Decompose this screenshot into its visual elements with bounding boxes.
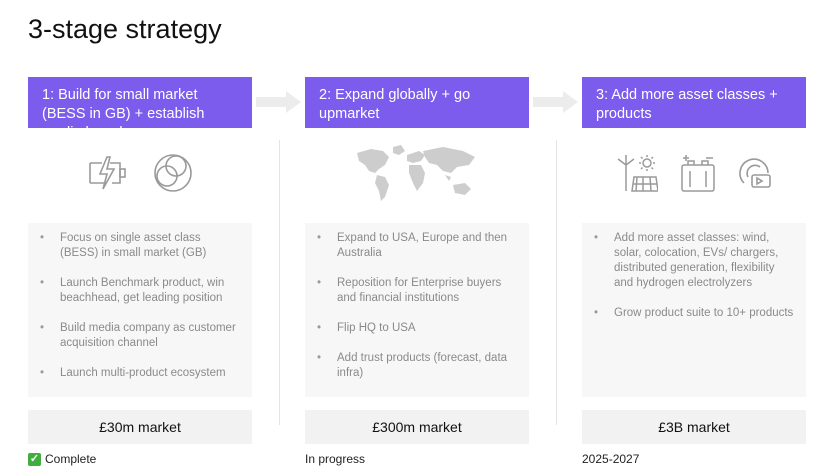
divider [279,140,280,425]
stage-2-market: £300m market [305,410,529,444]
list-item: Flip HQ to USA [317,321,519,336]
battery-charging-icon [89,156,126,190]
stage-2-icons [305,128,529,218]
world-map-icon [357,145,475,201]
divider [556,140,557,425]
stage-3-header: 3: Add more asset classes + products [582,77,806,128]
stage-3-status-label: 2025-2027 [582,452,640,466]
stage-3-column: 3: Add more asset classes + products [582,77,806,466]
list-item: Focus on single asset class (BESS) in sm… [40,231,242,261]
stage-3-icons [582,128,806,218]
list-item: Build media company as customer acquisit… [40,321,242,351]
page-title: 3-stage strategy [28,14,222,44]
arrow-right-icon [256,91,301,113]
list-item: Grow product suite to 10+ products [594,306,796,321]
list-item: Launch multi-product ecosystem [40,366,242,381]
stage-2-status-label: In progress [305,452,366,466]
stage-3-bullets: Add more asset classes: wind, solar, col… [582,223,806,397]
stage-1-column: 1: Build for small market (BESS in GB) +… [28,77,252,466]
overlapping-circles-icon [154,154,192,192]
wind-solar-icon [617,155,658,192]
list-item: Add more asset classes: wind, solar, col… [594,231,796,291]
arrow-right-icon [533,91,578,113]
stage-1-status-label: Complete [45,452,97,466]
stage-1-header: 1: Build for small market (BESS in GB) +… [28,77,252,141]
stage-2-header: 2: Expand globally + go upmarket [305,77,529,128]
stage-1-market: £30m market [28,410,252,444]
stage-2-status: In progress [305,452,365,466]
stage-1-icons [28,128,252,218]
battery-pack-icon [681,155,715,192]
stage-2-bullets: Expand to USA, Europe and then Australia… [305,223,529,397]
list-item: Reposition for Enterprise buyers and fin… [317,276,519,306]
checkmark-icon: ✓ [28,452,41,466]
list-item: Expand to USA, Europe and then Australia [317,231,519,261]
stage-1-bullets: Focus on single asset class (BESS) in sm… [28,223,252,397]
stage-1-status: ✓ Complete [28,452,96,466]
list-item: Add trust products (forecast, data infra… [317,351,519,381]
stage-3-status: 2025-2027 [582,452,639,466]
list-item: Launch Benchmark product, win beachhead,… [40,276,242,306]
stage-2-column: 2: Expand globally + go upmarket Expand … [305,77,529,466]
ev-charger-icon [739,158,771,188]
stage-3-market: £3B market [582,410,806,444]
